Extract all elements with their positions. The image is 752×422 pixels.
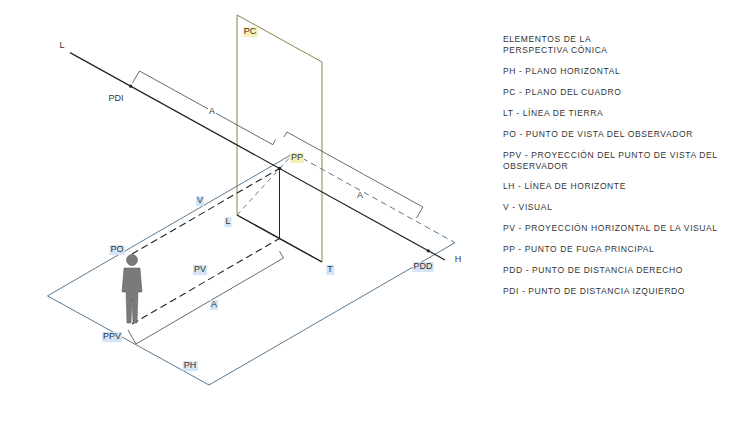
vanishing-point bbox=[278, 167, 282, 171]
observer-figure bbox=[122, 255, 142, 324]
line-end-label: L bbox=[224, 217, 231, 227]
legend-entry: PDI - PUNTO DE DISTANCIA IZQUIERDO bbox=[503, 286, 728, 297]
horizontal-plane-shape bbox=[48, 153, 456, 385]
point-label: PPV bbox=[102, 332, 122, 342]
horizon-line bbox=[70, 53, 445, 260]
line-label: V bbox=[196, 196, 204, 206]
point-label: PP bbox=[290, 153, 304, 163]
legend-entry: PO - PUNTO DE VISTA DEL OBSERVADOR bbox=[503, 129, 728, 140]
distance-label: A bbox=[356, 191, 364, 201]
visual-line bbox=[132, 169, 280, 255]
legend-title: ELEMENTOS DE LA PERSPECTIVA CÓNICA bbox=[503, 34, 653, 55]
legend-entry: PC - PLANO DEL CUADRO bbox=[503, 87, 728, 98]
legend-entry: PPV - PROYECCIÓN DEL PUNTO DE VISTA DEL … bbox=[503, 150, 728, 171]
distance-bracket bbox=[133, 71, 276, 145]
legend-entry: PP - PUNTO DE FUGA PRINCIPAL bbox=[503, 244, 728, 255]
distance-label: A bbox=[208, 107, 216, 117]
plane-label: PC bbox=[243, 27, 258, 37]
distance-point bbox=[427, 249, 430, 252]
distance-label: A bbox=[210, 300, 218, 310]
legend-entry: LT - LÍNEA DE TIERRA bbox=[503, 108, 728, 119]
legend-entry: V - VISUAL bbox=[503, 202, 728, 213]
point-label: PO bbox=[109, 245, 124, 255]
floor-back-edge bbox=[294, 153, 456, 242]
legend-entry: PH - PLANO HORIZONTAL bbox=[503, 66, 728, 77]
picture-plane: PC bbox=[237, 15, 322, 262]
distance-bracket bbox=[128, 251, 284, 344]
picture-plane-edge bbox=[237, 15, 322, 262]
distance-point bbox=[129, 85, 132, 88]
plane-label: PH bbox=[183, 361, 198, 371]
line-end-label: H bbox=[454, 255, 463, 265]
floor-edge bbox=[48, 153, 456, 385]
floor-hidden-edge bbox=[237, 153, 294, 215]
legend-entry: PV - PROYECCIÓN HORIZONTAL DE LA VISUAL bbox=[503, 223, 728, 234]
picture-plane-shape bbox=[237, 15, 322, 262]
point-label: PDI bbox=[107, 94, 124, 104]
point-label: PDD bbox=[412, 262, 433, 272]
line-end-label: T bbox=[326, 265, 334, 275]
horizontal-plane-fill bbox=[48, 153, 456, 385]
distance-bracket bbox=[284, 132, 423, 218]
line-end-label: L bbox=[58, 41, 65, 51]
legend-entry: LH - LÍNEA DE HORIZONTE bbox=[503, 181, 728, 192]
horizontal-plane: PH bbox=[48, 153, 456, 385]
line-label: PV bbox=[193, 265, 207, 275]
principal-vertical bbox=[279, 169, 280, 239]
legend-entry: PDD - PUNTO DE DISTANCIA DERECHO bbox=[503, 265, 728, 276]
visual-projection-line bbox=[132, 239, 280, 325]
picture-plane-fill bbox=[237, 15, 322, 262]
